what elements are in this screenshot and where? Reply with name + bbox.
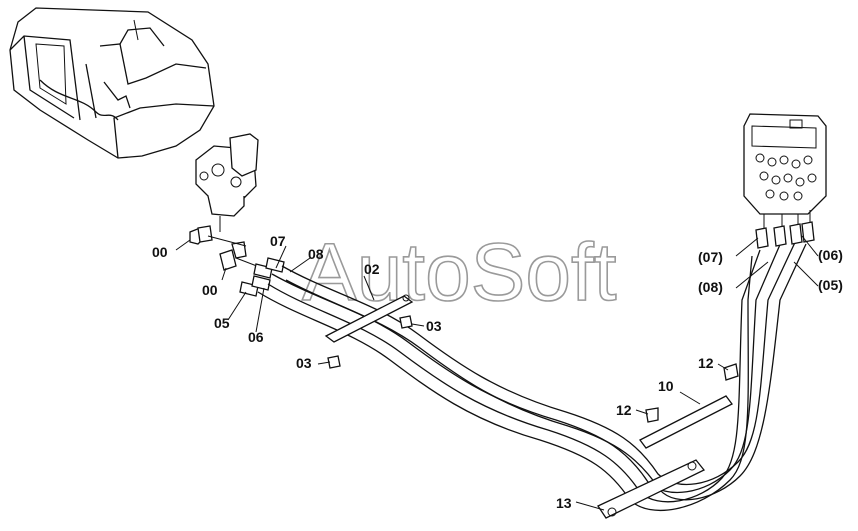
bracket-13 [597,459,706,519]
hose-ends-right [755,221,815,249]
callout-08: 08 [308,246,324,262]
callout-00-b: 00 [202,282,218,298]
callout-12-a: 12 [698,355,714,371]
pilot-valve-block [195,133,259,232]
callout-05: 05 [214,315,230,331]
adapter-fittings [189,225,263,271]
hose-bundle [257,235,807,512]
callout-12-b: 12 [616,402,632,418]
bolt-03-a [399,315,413,329]
callout-08-paren: (08) [698,279,723,295]
bracket-02 [324,294,414,343]
operator-cab-illustration [9,7,215,159]
callout-00-a: 00 [152,244,168,260]
leader-lines [175,235,819,511]
callout-03-a: 03 [426,318,442,334]
callout-02: 02 [364,261,380,277]
callout-07: 07 [270,233,286,249]
callout-05-paren: (05) [818,277,843,293]
control-valve-block [743,113,827,232]
callout-06-paren: (06) [818,247,843,263]
watermark: AutoSoft [302,227,617,318]
bolt-03-b [327,355,341,369]
callout-13: 13 [556,495,572,511]
bolt-12-a [723,363,739,381]
bracket-10 [639,395,733,449]
callout-10: 10 [658,378,674,394]
callout-03-b: 03 [296,355,312,371]
callout-06: 06 [248,329,264,345]
callout-07-paren: (07) [698,249,723,265]
bolt-12-b [645,407,659,423]
